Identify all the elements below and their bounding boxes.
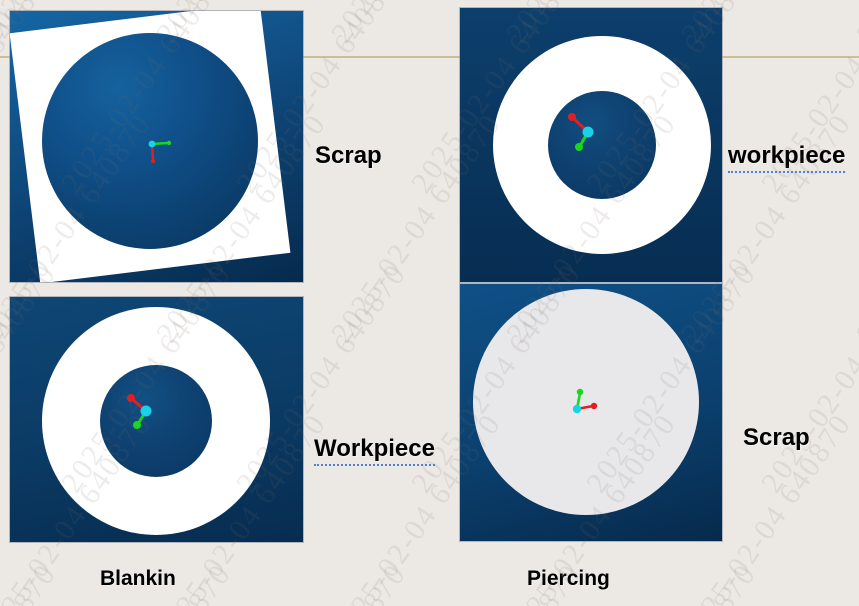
axis-red-tip bbox=[127, 394, 135, 402]
label-blanking: Blankin bbox=[100, 567, 176, 590]
label-scrap-bottom: Scrap bbox=[743, 424, 810, 451]
watermark-text: 2025-02-04 640870 bbox=[230, 558, 414, 606]
gold-divider-rule bbox=[0, 56, 859, 58]
label-piercing: Piercing bbox=[527, 567, 610, 590]
watermark-text: 2025-02-04 640870 bbox=[755, 558, 859, 606]
label-workpiece-top: workpiece bbox=[728, 142, 846, 173]
watermark-text: 2025-02-04 640870 bbox=[0, 558, 64, 606]
ring-inner-hole bbox=[100, 365, 212, 477]
axis-triad-2-group bbox=[563, 108, 611, 156]
label-workpiece-bottom: Workpiece bbox=[314, 435, 435, 466]
axis-triad-4 bbox=[565, 379, 613, 427]
piercing-sheet-panel[interactable] bbox=[10, 297, 303, 542]
ring-inner-hole bbox=[548, 91, 656, 199]
piercing-result-panel[interactable] bbox=[460, 284, 722, 541]
axis-triad-3 bbox=[122, 387, 170, 435]
watermark-text: 2025-02-04 640870 bbox=[850, 108, 859, 349]
axis-origin-marker bbox=[140, 405, 152, 417]
axis-origin-marker bbox=[582, 126, 594, 138]
axis-green-tip bbox=[576, 388, 584, 396]
axis-triad-1 bbox=[146, 138, 186, 178]
axis-origin-marker bbox=[572, 404, 582, 414]
blanking-sheet-panel[interactable] bbox=[10, 11, 303, 282]
axis-red-tip bbox=[150, 158, 156, 164]
axis-green-tip bbox=[575, 143, 583, 151]
axis-green-tip bbox=[133, 421, 141, 429]
label-scrap-top: Scrap bbox=[315, 142, 382, 169]
axis-origin-marker bbox=[148, 140, 156, 148]
axis-red-tip bbox=[568, 113, 576, 121]
blanking-result-panel[interactable] bbox=[460, 8, 722, 282]
axis-red-tip bbox=[590, 402, 598, 410]
pierced-slug-body bbox=[473, 289, 699, 515]
axis-green-tip bbox=[166, 140, 172, 146]
blank-circular-hole bbox=[42, 33, 258, 249]
watermark-text: 2025-02-04 640870 bbox=[755, 257, 859, 499]
watermark-text: 2025-02-04 640870 bbox=[850, 408, 859, 606]
watermark-text: 2025-02-04 640870 bbox=[850, 0, 859, 50]
